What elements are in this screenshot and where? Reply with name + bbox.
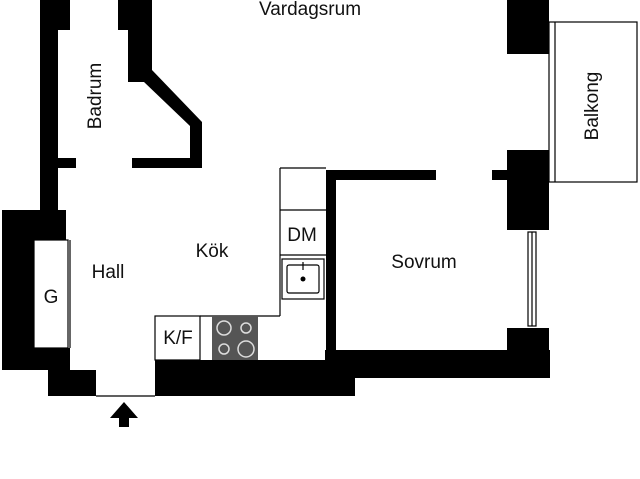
walls bbox=[2, 0, 550, 396]
wall-right-middle bbox=[507, 150, 549, 230]
label-bedroom: Sovrum bbox=[391, 252, 456, 273]
burner-4 bbox=[237, 340, 255, 358]
wall-bottom-kitchen bbox=[155, 360, 355, 396]
fridge-box bbox=[154, 315, 201, 361]
wardrobe-box bbox=[33, 239, 69, 349]
wall-right-bottom bbox=[507, 328, 549, 378]
wall-left-column bbox=[2, 210, 34, 370]
wall-bathroom-right-upper bbox=[128, 0, 152, 82]
wall-bedroom-top bbox=[326, 170, 436, 180]
wall-bathroom-bottom-left bbox=[40, 158, 76, 168]
burner-3 bbox=[218, 343, 230, 355]
bedroom-window bbox=[527, 231, 537, 327]
wall-right-top bbox=[507, 0, 549, 54]
wall-bathroom-bottom bbox=[132, 158, 202, 168]
balcony-outline bbox=[548, 21, 638, 183]
wall-bathroom-left bbox=[40, 0, 58, 215]
burner-1 bbox=[216, 320, 232, 336]
balcony bbox=[548, 21, 638, 183]
burner-2 bbox=[240, 322, 252, 334]
sink-outer bbox=[281, 258, 325, 300]
label-bathroom: Badrum bbox=[85, 63, 106, 130]
label-living-room: Vardagsrum bbox=[259, 0, 361, 20]
wall-bathroom-angled bbox=[128, 70, 202, 168]
stove-icon bbox=[212, 316, 258, 360]
wall-kitchen-bedroom bbox=[326, 170, 336, 360]
sink-icon bbox=[281, 258, 325, 300]
label-fridge-freezer: K/F bbox=[163, 328, 193, 349]
wall-bathroom-top-left bbox=[40, 0, 70, 30]
label-hall: Hall bbox=[92, 262, 125, 283]
arrow-up-icon bbox=[110, 402, 138, 427]
label-dishwasher: DM bbox=[287, 225, 317, 246]
label-kitchen: Kök bbox=[196, 241, 229, 262]
label-balcony: Balkong bbox=[582, 72, 603, 141]
sink-drain bbox=[300, 276, 306, 282]
wall-left-bottom bbox=[2, 348, 70, 370]
wall-bedroom-top-right bbox=[492, 170, 510, 180]
wall-bottom-left-block bbox=[48, 370, 96, 396]
label-wardrobe: G bbox=[44, 287, 59, 308]
